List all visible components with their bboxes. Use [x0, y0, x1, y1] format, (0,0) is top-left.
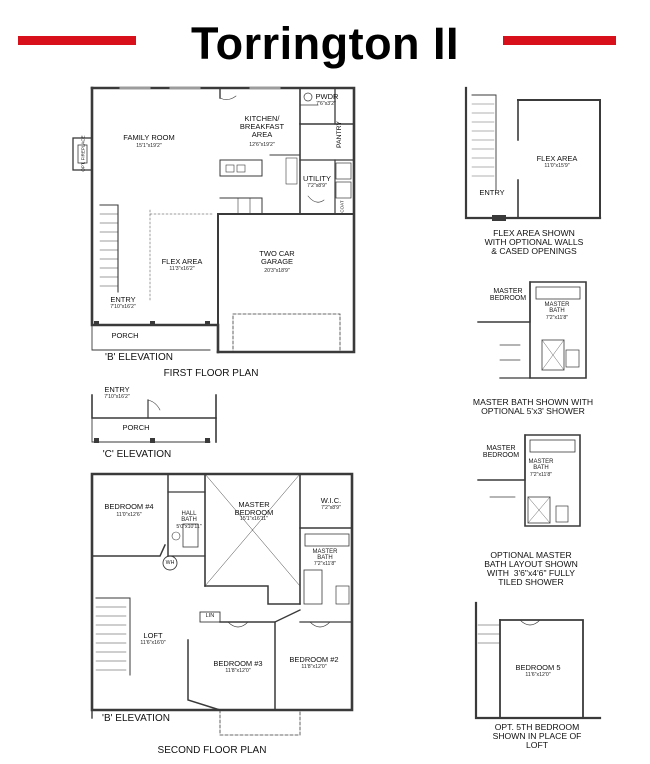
utility-dim: 7'2"x8'9": [307, 183, 327, 189]
loft-dim: 11'6"x16'0": [140, 640, 166, 646]
wic-dim: 7'2"x8'9": [321, 505, 341, 511]
opt-bedroom5-label: BEDROOM 5: [515, 663, 561, 672]
bedroom4-label: BEDROOM #4: [104, 502, 154, 511]
utility-label: UTILITY: [303, 174, 331, 183]
c-entry-dim: 7'10"x16'2": [104, 394, 130, 400]
pwdr-dim: 7'6"x3'2": [316, 101, 336, 107]
family-room-label: FAMILY ROOM: [123, 133, 175, 142]
opt-bedroom5-dim: 11'6"x12'0": [525, 672, 551, 678]
bedroom3-label: BEDROOM #3: [213, 659, 263, 668]
hall-bath-label: HALL BATH: [181, 511, 197, 524]
kitchen-dim: 12'6"x19'2": [249, 142, 275, 148]
option-master-shower-plan: [477, 281, 587, 379]
opt-shower-caption: MASTER BATH SHOWN WITH OPTIONAL 5'x3' SH…: [472, 397, 594, 417]
first-floor-plan: [72, 86, 356, 354]
c-porch-label: PORCH: [122, 423, 150, 432]
opt-tiled-caption: OPTIONAL MASTER BATH LAYOUT SHOWN WITH 3…: [484, 550, 578, 588]
c-elevation-caption: 'C' ELEVATION: [102, 449, 172, 460]
opt-shower-master-bath-dim: 7'2"x11'8": [545, 315, 569, 321]
bedroom2-dim: 11'8"x12'0": [301, 664, 327, 670]
option-master-tiled-plan: [477, 434, 581, 527]
pwdr-label: PWDR: [315, 92, 339, 101]
opt-flex-area-label: FLEX AREA: [536, 154, 578, 163]
kitchen-label: KITCHEN/ BREAKFAST AREA: [239, 114, 285, 139]
entry-label: ENTRY: [110, 295, 136, 304]
second-floor-caption: SECOND FLOOR PLAN: [157, 745, 267, 756]
family-room-dim: 15'1"x19'2": [136, 143, 162, 149]
first-floor-elevation-caption: 'B' ELEVATION: [105, 352, 173, 363]
title-rule-left: [18, 36, 136, 45]
master-bedroom-label: MASTER BEDROOM: [234, 500, 274, 517]
wic-label: W.I.C.: [320, 496, 342, 505]
porch-label: PORCH: [111, 331, 139, 340]
first-floor-caption: FIRST FLOOR PLAN: [163, 368, 259, 379]
hall-bath-dim: 5'0"x10'11": [176, 524, 202, 530]
bedroom3-dim: 11'8"x12'0": [225, 668, 251, 674]
opt-shower-master-bath-label: MASTER BATH: [544, 302, 570, 315]
opt-tiled-master-bath-label: MASTER BATH: [528, 459, 554, 472]
c-elevation-plan: [91, 394, 217, 443]
opt-tiled-master-bedroom-label: MASTER BEDROOM: [482, 445, 520, 460]
opt-shower-master-bedroom-label: MASTER BEDROOM: [489, 288, 527, 303]
opt-flex-area-dim: 11'0"x15'9": [544, 163, 570, 169]
entry-dim: 7'10"x16'2": [110, 304, 136, 310]
flex-area-label: FLEX AREA: [161, 257, 203, 266]
bedroom2-label: BEDROOM #2: [289, 655, 339, 664]
coat-label: COAT: [339, 200, 345, 213]
fireplace-label: OPT. FIREPLACE: [80, 135, 86, 172]
linen-label: LIN: [205, 613, 215, 619]
garage-dim: 20'3"x18'9": [264, 268, 290, 274]
master-bedroom-dim: 15'1"x16'11": [239, 516, 269, 522]
pantry-label: PANTRY: [335, 121, 343, 148]
c-entry-label: ENTRY: [104, 385, 130, 394]
garage-label: TWO CAR GARAGE: [259, 249, 295, 266]
second-floor-elevation-caption: 'B' ELEVATION: [102, 713, 170, 724]
title-rule-right: [503, 36, 616, 45]
second-floor-plan: [90, 472, 354, 736]
plan-title: Torrington II: [190, 18, 460, 69]
loft-label: LOFT: [143, 631, 163, 640]
bedroom4-dim: 11'0"x12'6": [116, 512, 142, 518]
option-fifth-bedroom-plan: [474, 601, 602, 720]
master-bath-dim: 7'2"x11'8": [313, 561, 337, 567]
flex-area-dim: 11'3"x16'2": [169, 266, 195, 272]
opt-bedroom5-caption: OPT. 5TH BEDROOM SHOWN IN PLACE OF LOFT: [492, 722, 582, 751]
master-bath-label: MASTER BATH: [312, 549, 338, 562]
opt-flex-caption: FLEX AREA SHOWN WITH OPTIONAL WALLS & CA…: [484, 228, 584, 257]
opt-tiled-master-bath-dim: 7'2"x11'8": [529, 472, 553, 478]
water-heater-label: WH: [165, 560, 175, 566]
opt-flex-entry-label: ENTRY: [479, 188, 505, 197]
option-flex-walls-plan: [464, 86, 602, 221]
